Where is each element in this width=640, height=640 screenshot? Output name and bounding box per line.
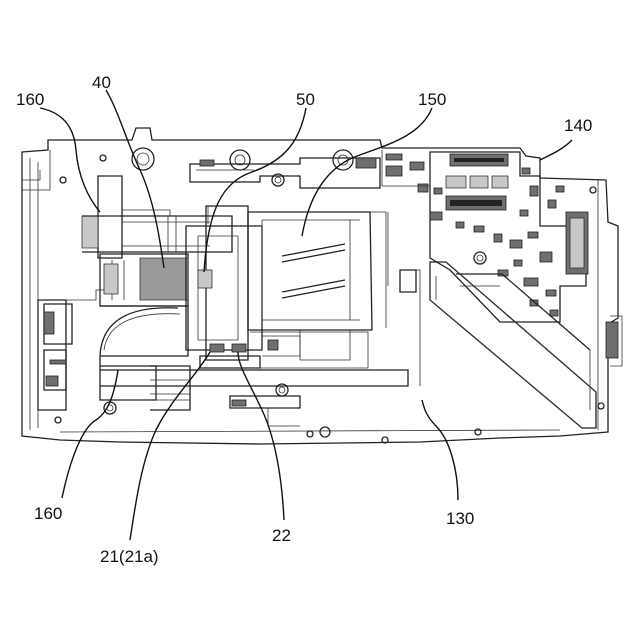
main-board-140 <box>382 150 622 366</box>
mounting-holes <box>55 148 604 443</box>
label-160-upper: 160 <box>16 90 44 109</box>
leader-22 <box>238 352 284 520</box>
flex-cable-160-upper <box>82 176 232 258</box>
label-150: 150 <box>418 90 446 109</box>
label-40: 40 <box>92 73 111 92</box>
left-connector <box>38 290 106 410</box>
leader-50 <box>204 108 306 272</box>
leader-140 <box>540 140 572 160</box>
central-module <box>186 206 300 368</box>
label-21: 21(21a) <box>100 547 159 566</box>
reference-labels: 160 40 50 150 140 160 21(21a) 22 130 <box>16 73 592 566</box>
leader-40 <box>106 90 164 268</box>
upper-bracket <box>190 158 380 188</box>
leader-160-lower <box>62 370 118 498</box>
label-50: 50 <box>296 90 315 109</box>
label-160-lower: 160 <box>34 504 62 523</box>
lower-bracket <box>150 366 300 426</box>
label-22: 22 <box>272 526 291 545</box>
label-130: 130 <box>446 509 474 528</box>
leader-130 <box>422 400 458 500</box>
diagonal-bracket-130 <box>430 262 596 428</box>
label-140: 140 <box>564 116 592 135</box>
leader-150 <box>302 108 432 236</box>
flex-cable-160-lower <box>100 254 190 400</box>
leader-160-upper <box>40 108 100 212</box>
